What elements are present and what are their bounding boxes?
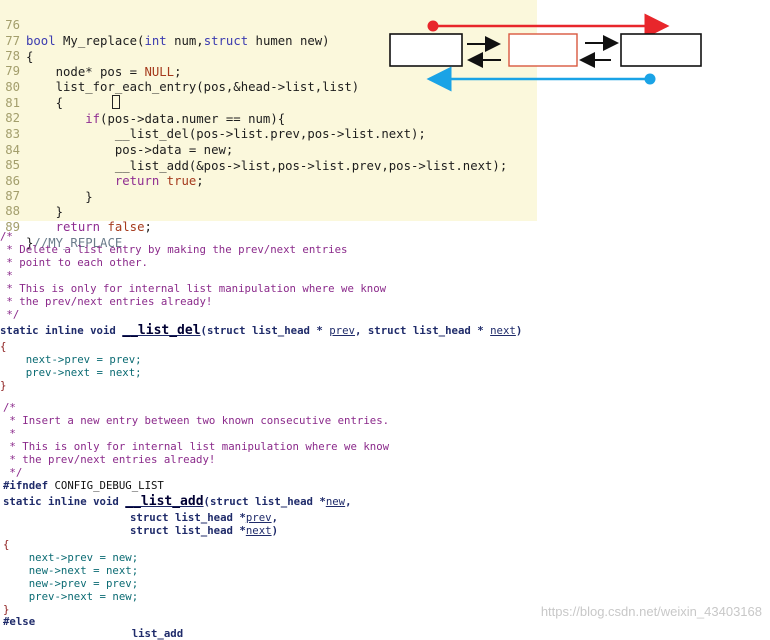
editor-line: 80 { <box>0 63 63 110</box>
ifndef-directive: #ifndef CONFIG_DEBUG_LIST <box>3 479 164 492</box>
comment-line: * <box>0 269 13 282</box>
line-number: 82 <box>5 111 20 125</box>
list-add-link[interactable]: __list_add <box>125 494 204 509</box>
code-text: { <box>26 50 34 64</box>
code-text: __list_add(&pos->list,pos->list.prev,pos… <box>26 159 508 173</box>
comment-line: * This is only for internal list manipul… <box>3 440 390 453</box>
list-add-param: struct list_head *next) <box>130 524 279 537</box>
code-line: prev->next = new; <box>3 590 139 603</box>
code-text: if(pos->data.numer == num){ <box>85 112 286 126</box>
editor-line: 85 return true; <box>0 141 204 188</box>
code-line: new->next = next; <box>3 564 139 577</box>
node-box-right <box>620 33 702 67</box>
line-number: 87 <box>5 189 20 203</box>
code-line: } <box>3 603 10 616</box>
code-text: list_for_each_entry(pos,&head->list,list… <box>26 80 360 94</box>
line-number: 89 <box>5 220 20 234</box>
editor-line: 84 __list_add(&pos->list,pos->list.prev,… <box>0 126 507 173</box>
code-text: return true; <box>114 174 204 188</box>
code-text: { <box>26 96 64 110</box>
editor-line: 83 pos->data = new; <box>0 110 233 157</box>
code-line: prev->next = next; <box>0 366 142 379</box>
red-arrow <box>427 13 670 39</box>
linked-list-diagram <box>389 13 702 92</box>
line-number: 76 <box>5 18 20 32</box>
else-directive: #else <box>3 615 36 628</box>
code-line: { <box>3 538 10 551</box>
editor-line: 82 __list_del(pos->list.prev,pos->list.n… <box>0 94 426 141</box>
node-box-middle <box>508 33 578 67</box>
code-text: }//MY_REPLACE <box>26 236 123 250</box>
comment-line: * This is only for internal list manipul… <box>0 282 387 295</box>
comment-line: * <box>3 427 16 440</box>
line-number: 77 <box>5 34 20 48</box>
code-line-partial: list_add <box>3 627 184 640</box>
comment-line: /* <box>3 401 16 414</box>
editor-line: 81 if(pos->data.numer == num){ <box>0 79 285 126</box>
editor-line: 76 bool My_replace(int num,struct humen … <box>0 1 329 48</box>
editor-line: 77 { <box>0 17 33 64</box>
comment-line: * Insert a new entry between two known c… <box>3 414 390 427</box>
editor-line: 79 list_for_each_entry(pos,&head->list,l… <box>0 47 359 94</box>
line-number: 88 <box>5 204 20 218</box>
line-number: 86 <box>5 174 20 188</box>
comment-line: */ <box>0 308 20 321</box>
editor-line: 86 } <box>0 157 92 204</box>
code-line: } <box>0 379 7 392</box>
code-line: next->prev = prev; <box>0 353 142 366</box>
comment-line: * the prev/next entries already! <box>3 453 216 466</box>
line-number: 85 <box>5 158 20 172</box>
editor-line: 89 }//MY_REPLACE <box>0 203 122 250</box>
list-add-param: struct list_head *prev, <box>130 511 279 524</box>
code-text: return false; <box>55 220 152 234</box>
comment-line: * Delete a list entry by making the prev… <box>0 243 348 256</box>
list-del-signature: static inline void __list_del(struct lis… <box>0 323 523 338</box>
code-text: } <box>26 205 64 219</box>
editor-line: 87 } <box>0 172 63 219</box>
line-number: 84 <box>5 143 20 157</box>
code-line: { <box>0 340 7 353</box>
code-text: } <box>26 190 93 204</box>
list-del-link[interactable]: __list_del <box>122 323 201 338</box>
comment-line: */ <box>3 466 23 479</box>
editor-line: 88 return false; <box>0 187 152 234</box>
blue-arrow <box>426 66 656 92</box>
line-number: 80 <box>5 80 20 94</box>
line-number: 81 <box>5 96 20 110</box>
comment-line: * the prev/next entries already! <box>0 295 213 308</box>
code-text: pos->data = new; <box>26 143 234 157</box>
code-text: bool My_replace(int num,struct humen new… <box>26 34 330 48</box>
code-text: node* pos = NULL; <box>26 65 182 79</box>
list-add-signature: static inline void __list_add(struct lis… <box>3 494 352 509</box>
code-line: next->prev = new; <box>3 551 139 564</box>
line-number: 83 <box>5 127 20 141</box>
line-number: 78 <box>5 49 20 63</box>
code-line: new->prev = prev; <box>3 577 139 590</box>
editor-line: 78 node* pos = NULL; <box>0 32 181 79</box>
comment-line: /* <box>0 230 13 243</box>
node-box-left <box>389 33 463 67</box>
comment-line: * point to each other. <box>0 256 148 269</box>
code-text: __list_del(pos->list.prev,pos->list.next… <box>26 127 426 141</box>
line-number: 79 <box>5 64 20 78</box>
text-cursor <box>112 95 120 109</box>
watermark: https://blog.csdn.net/weixin_43403168 <box>540 604 762 619</box>
